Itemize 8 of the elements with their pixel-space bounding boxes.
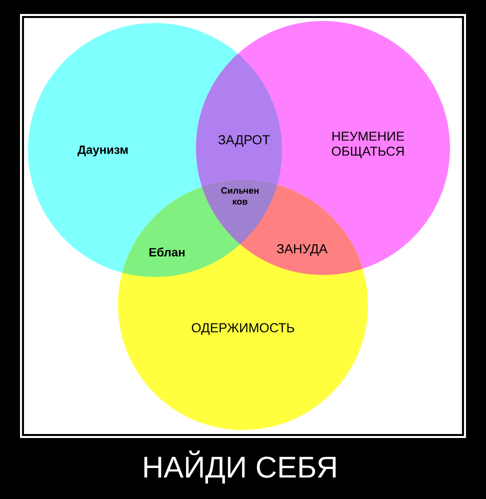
region-label: ЗАДРОТ — [218, 135, 270, 147]
region-label: ЗАНУДА — [276, 244, 328, 256]
region-label: Еблан — [149, 248, 184, 256]
region-label: НЕУМЕНИЕ ОБЩАТЬСЯ — [332, 132, 404, 158]
region-label: Даунизм — [78, 146, 128, 156]
region-label: Сильчен ков — [221, 187, 258, 205]
region-label: ОДЕРЖИМОСТЬ — [192, 323, 294, 335]
title: НАЙДИ СЕБЯ — [144, 450, 336, 484]
